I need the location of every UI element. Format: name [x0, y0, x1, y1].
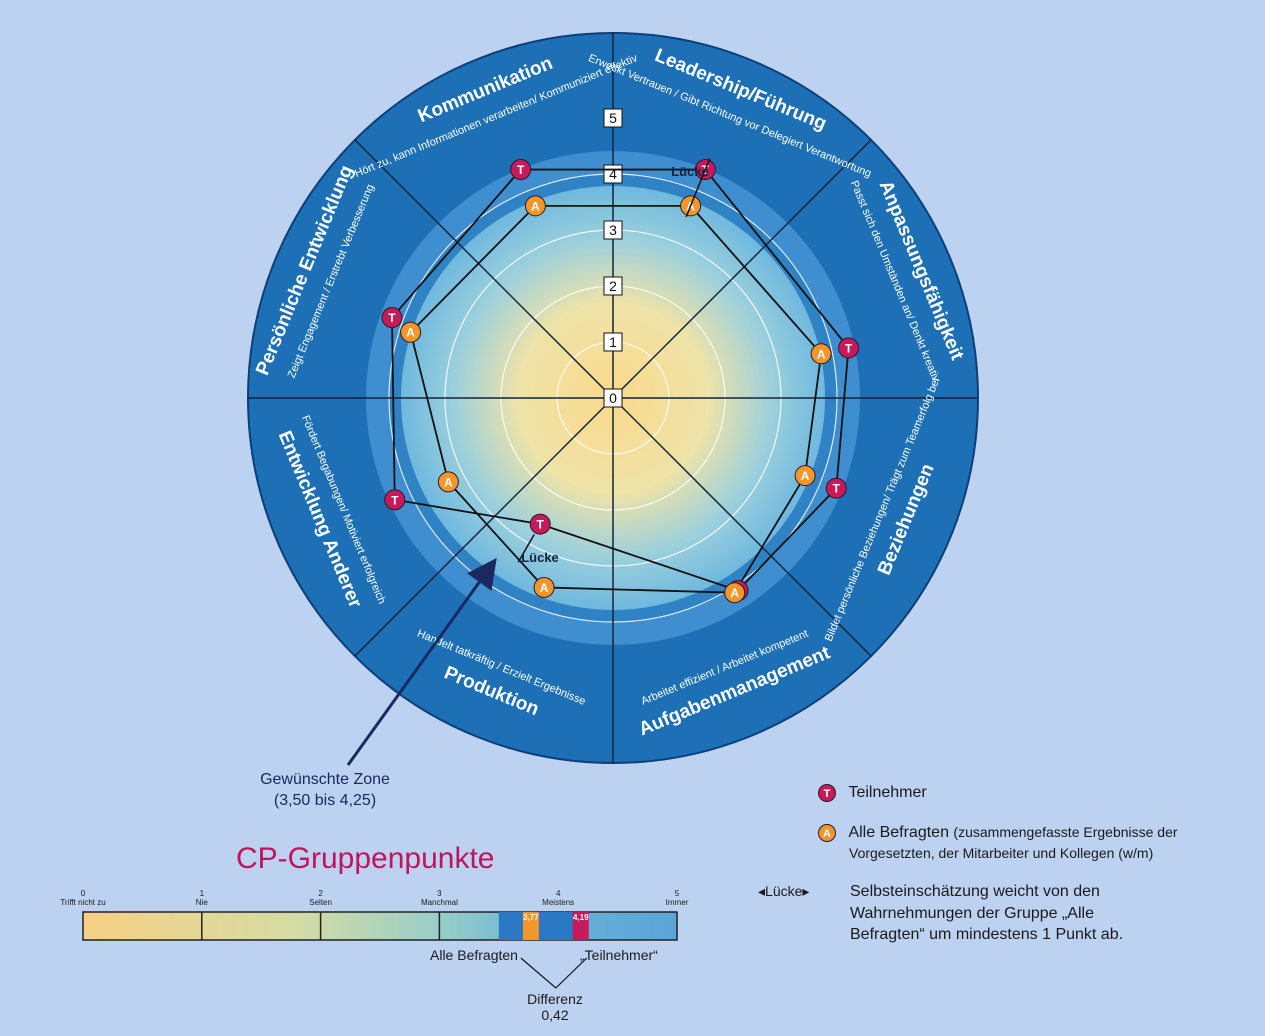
legend-teilnehmer-label: Teilnehmer	[848, 784, 927, 801]
cp-teilnehmer-label: „Teilnehmer“	[580, 947, 658, 963]
svg-text:A: A	[730, 586, 739, 600]
scale-tick-label: 3	[609, 222, 617, 238]
series-point: A	[794, 465, 816, 487]
cp-scale-number: 4	[555, 889, 561, 898]
series-point: T	[384, 489, 406, 511]
segment-divider	[354, 139, 614, 399]
cp-scale-label: Manchmal	[420, 898, 458, 907]
scale-tick-label: 4	[609, 166, 617, 182]
series-point: T	[510, 159, 532, 181]
gap-arrow	[685, 158, 711, 218]
radar-base: 0 1 2 3 4 5	[247, 32, 979, 764]
svg-text:A: A	[531, 199, 540, 213]
cp-scale-number: 3	[437, 889, 442, 898]
series-point: A	[524, 195, 546, 217]
scale-tick-label: 2	[609, 278, 617, 294]
segment-divider	[354, 397, 614, 657]
cp-scale-number: 1	[199, 889, 205, 898]
radar-series: TTTTTTTTAAAAAAAALückeLücke	[381, 158, 860, 604]
scale-tick-box	[603, 332, 623, 352]
cp-befragten-label: Alle Befragten	[430, 947, 518, 963]
cp-difference-value: 0,42	[541, 1007, 569, 1023]
svg-text:A: A	[540, 581, 549, 595]
svg-text:T: T	[517, 163, 525, 177]
scale-tick-box	[603, 108, 623, 128]
luecke-arrow-right-icon: ▸	[802, 883, 810, 899]
gap-label: Lücke	[521, 550, 559, 565]
desired-zone-label: Gewünschte Zone (3,50 bis 4,25)	[250, 770, 400, 812]
scale-tick-box	[603, 388, 623, 408]
legend-teilnehmer: T Teilnehmer	[818, 782, 927, 804]
legend-befragten-note: (zusammengefasste Ergebnisse der	[953, 824, 1178, 840]
cp-scale-number: 5	[674, 889, 680, 898]
cp-scale-number: 0	[80, 889, 86, 898]
cp-scale-label: Trifft nicht zu	[60, 898, 106, 907]
cp-difference-label: Differenz	[527, 991, 583, 1007]
scale-tick-label: 0	[609, 390, 617, 406]
legend-luecke-text3: Befragten“ um mindestens 1 Punkt ab.	[850, 926, 1124, 944]
scale-tick-box	[603, 276, 623, 296]
svg-text:T: T	[388, 311, 396, 325]
cp-scale-number: 2	[318, 889, 323, 898]
svg-text:A: A	[801, 469, 810, 483]
teilnehmer-marker-icon: T	[818, 783, 836, 802]
cp-title: CP-Gruppenpunkte	[236, 842, 495, 875]
series-point: T	[381, 307, 403, 329]
legend-befragten: A Alle Befragten (zusammengefasste Ergeb…	[818, 822, 1178, 862]
cp-scale-label: Selten	[309, 898, 332, 907]
legend-luecke-text1: Selbsteinschätzung weicht von den	[850, 883, 1100, 900]
scale-tick-box	[603, 220, 623, 240]
gap-arrow	[517, 534, 535, 563]
svg-text:A: A	[444, 475, 453, 489]
scale-tick-label: 1	[609, 334, 617, 350]
svg-text:T: T	[833, 482, 841, 496]
series-point: T	[825, 477, 847, 499]
desired-zone-range: (3,50 bis 4,25)	[273, 791, 377, 809]
scale-tick-label: 5	[609, 110, 617, 126]
series-point: A	[533, 576, 555, 598]
svg-text:T: T	[391, 493, 399, 507]
befragten-marker-icon: A	[818, 823, 836, 842]
series-point: T	[529, 513, 551, 535]
series-point: A	[724, 582, 746, 604]
legend-luecke-text2: Wahrnehmungen der Gruppe „Alle	[850, 904, 1094, 922]
svg-text:T: T	[845, 341, 853, 355]
desired-zone-title: Gewünschte Zone	[260, 771, 390, 788]
legend-luecke-label: Lücke	[765, 883, 803, 899]
legend-luecke: ◂Lücke▸ Selbsteinschätzung weicht von de…	[758, 881, 1198, 943]
series-point: A	[400, 321, 422, 343]
segment-divider	[612, 139, 872, 399]
legend-befragten-note2: Vorgesetzten, der Mitarbeiter und Kolleg…	[849, 844, 1154, 861]
cp-scale-label: Nie	[195, 898, 208, 907]
series-point: A	[810, 343, 832, 365]
svg-text:A: A	[817, 347, 826, 361]
segment-divider	[612, 397, 872, 657]
series-point: T	[838, 337, 860, 359]
gap-label: Lücke	[671, 164, 709, 179]
svg-text:T: T	[537, 518, 545, 532]
cp-scale-label: Meistens	[542, 898, 575, 907]
series-point: A	[437, 471, 459, 493]
zone-arrow	[346, 557, 497, 766]
cp-scale-label: Immer	[665, 898, 689, 907]
cp-difference: Differenz 0,42	[520, 991, 590, 1023]
legend-befragten-label: Alle Befragten	[848, 824, 949, 841]
luecke-arrow-icon: ◂	[758, 883, 766, 899]
svg-text:A: A	[406, 326, 415, 340]
